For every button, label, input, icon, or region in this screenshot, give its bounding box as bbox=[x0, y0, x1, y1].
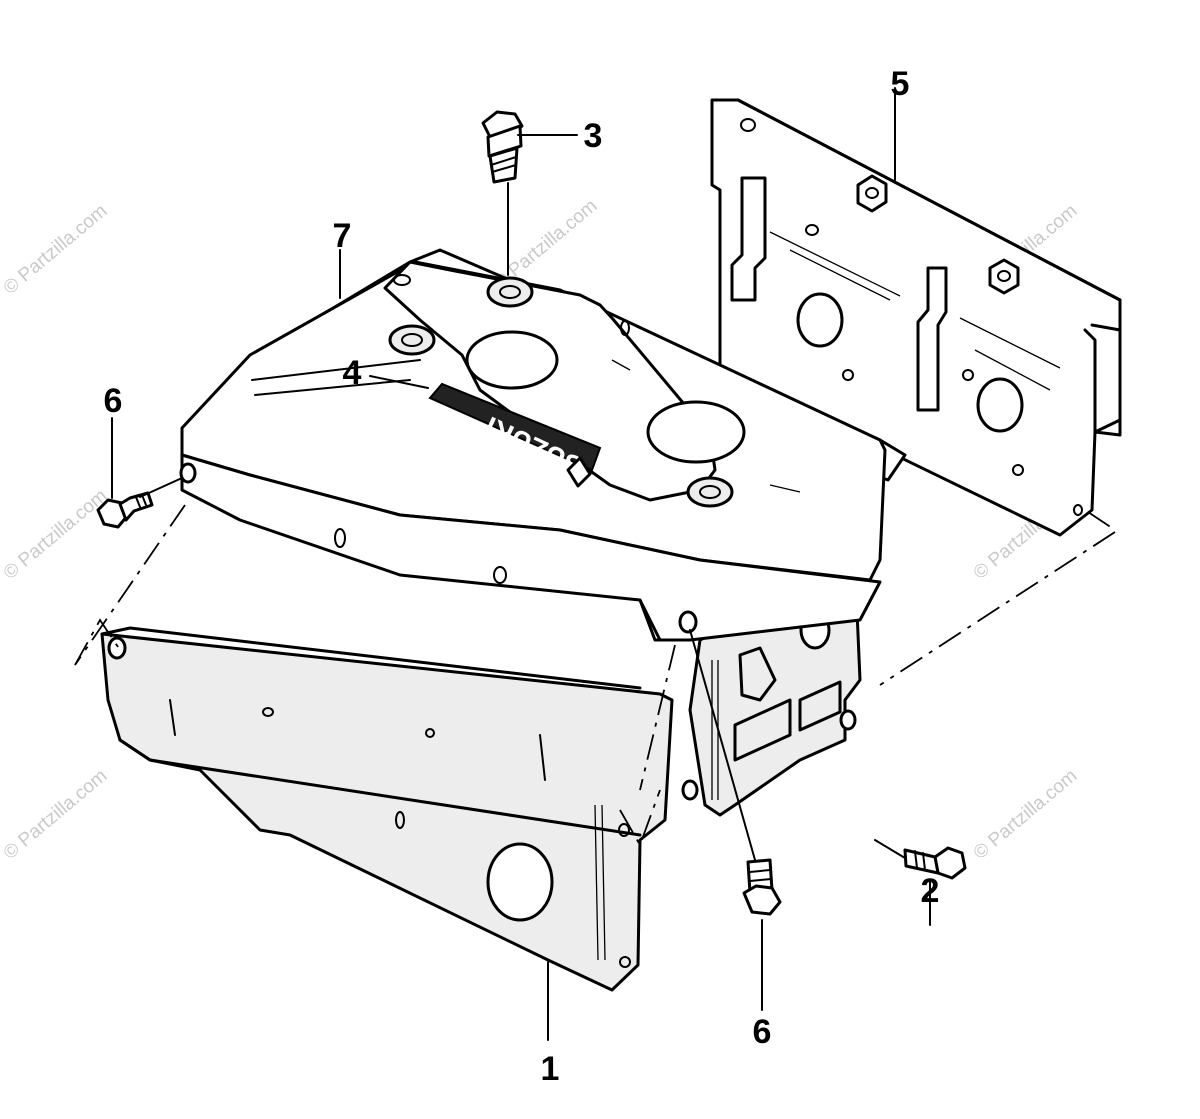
part-3-bolt bbox=[481, 110, 524, 184]
callouts: 5 3 7 4 6 2 6 1 bbox=[104, 65, 940, 1088]
part-2-bolt bbox=[903, 846, 967, 880]
assembly-lines bbox=[74, 504, 1116, 848]
callout-3: 3 bbox=[584, 117, 603, 155]
part-6-bolt-left bbox=[96, 491, 154, 529]
watermark: © Partzilla.com bbox=[0, 765, 111, 863]
watermark: © Partzilla.com bbox=[0, 200, 111, 298]
callout-6-bottom: 6 bbox=[753, 1013, 772, 1051]
part-6-bolt-bottom bbox=[742, 858, 782, 916]
callout-4: 4 bbox=[343, 354, 362, 392]
callout-2: 2 bbox=[921, 872, 940, 910]
part-1-lower-cover bbox=[100, 626, 674, 992]
part-5-mounting-plate bbox=[710, 98, 1122, 537]
part-7-top-cover: powered by SUZUKI bbox=[179, 248, 907, 642]
callout-6-left: 6 bbox=[104, 382, 123, 420]
watermark: © Partzilla.com bbox=[970, 765, 1082, 863]
callout-5: 5 bbox=[891, 65, 910, 103]
callout-7: 7 bbox=[333, 217, 352, 255]
callout-1: 1 bbox=[541, 1050, 560, 1088]
watermark: © Partzilla.com bbox=[0, 485, 111, 583]
leader-lines bbox=[111, 87, 931, 1041]
part-4-decal: powered by SUZUKI bbox=[428, 382, 602, 501]
